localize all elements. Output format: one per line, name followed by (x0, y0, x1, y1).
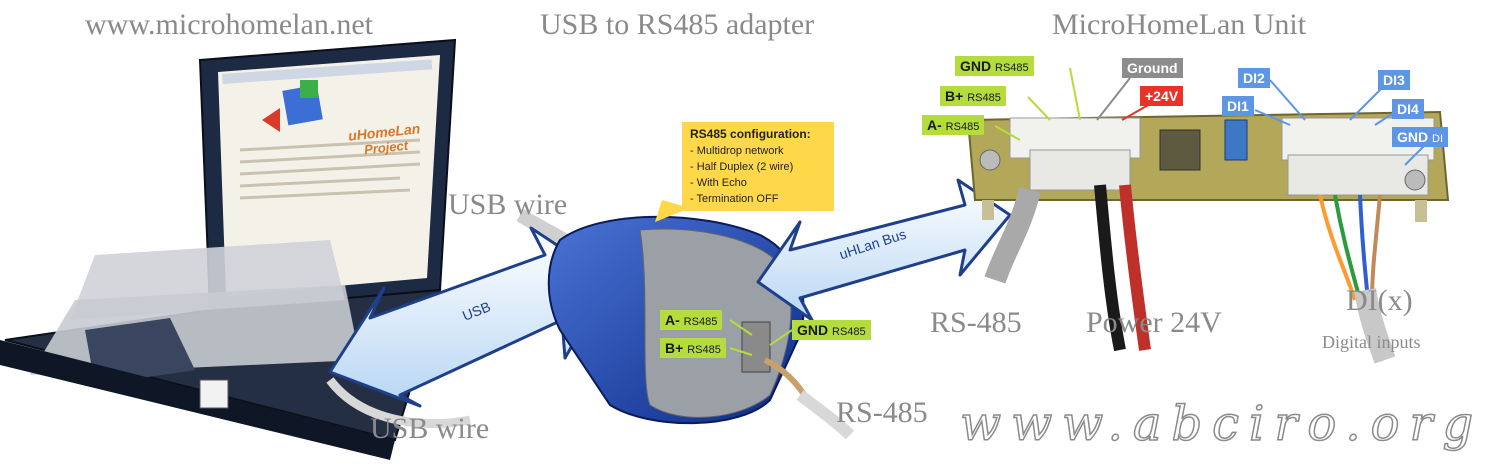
unit-pin-b-plus: B+ RS485 (940, 86, 1006, 106)
unit-pin-di4: DI4 (1392, 99, 1424, 119)
adapter-pin-a-minus: A- RS485 (660, 310, 723, 330)
power-cable-red (1119, 184, 1151, 351)
di-sub-label: Digital inputs (1322, 332, 1421, 352)
adapter-pin-b-plus: B+ RS485 (660, 338, 726, 358)
ubhomelan-logo-icon (262, 80, 323, 132)
rs485-cable-unit (984, 187, 1041, 284)
usb-cable-bottom (326, 377, 471, 429)
windows-sticker-icon (199, 379, 229, 409)
unit-pin-di3: DI3 (1378, 70, 1410, 90)
microhomelan-pcb-icon (966, 110, 1450, 222)
di-label: DI(x) (1346, 284, 1413, 317)
config-callout-pointer (655, 200, 690, 222)
pin-pointer-lines (729, 67, 1081, 356)
config-item-multidrop: - Multidrop network (690, 145, 784, 157)
unit-pin-di2: DI2 (1238, 68, 1270, 88)
rs485-adapter-label: RS-485 (836, 396, 928, 429)
unit-pin-a-minus: A- RS485 (922, 115, 985, 135)
config-item-duplex: - Half Duplex (2 wire) (690, 161, 794, 173)
unit-pin-ground: Ground (1122, 58, 1183, 78)
rs485-unit-label: RS-485 (930, 306, 1022, 339)
laptop-icon (0, 38, 457, 460)
usb-wire-top-label: USB wire (448, 188, 568, 221)
website-title: www.microhomelan.net (85, 8, 373, 41)
unit-title: MicroHomeLan Unit (1052, 8, 1307, 41)
unit-pin-gnd-di: GND DI (1392, 127, 1449, 147)
di-cable (1354, 288, 1396, 364)
usb-wire-bottom-label: USB wire (370, 412, 490, 445)
config-title: RS485 configuration: (690, 127, 811, 141)
config-item-echo: - With Echo (690, 177, 747, 189)
rs485-config-box: RS485 configuration: - Multidrop network… (682, 122, 834, 211)
adapter-title: USB to RS485 adapter (540, 8, 815, 41)
unit-pin-plus24: +24V (1140, 86, 1184, 106)
adapter-pin-gnd: GND RS485 (792, 320, 871, 340)
power-cable-black (1094, 184, 1126, 352)
uhlan-bus-arrow (756, 178, 1012, 322)
unit-pin-gnd: GND RS485 (955, 56, 1034, 76)
unit-pin-di1: DI1 (1222, 96, 1254, 116)
watermark: www.abciro.org (959, 395, 1484, 453)
config-item-termination: - Termination OFF (690, 193, 779, 205)
power-label: Power 24V (1086, 306, 1222, 339)
